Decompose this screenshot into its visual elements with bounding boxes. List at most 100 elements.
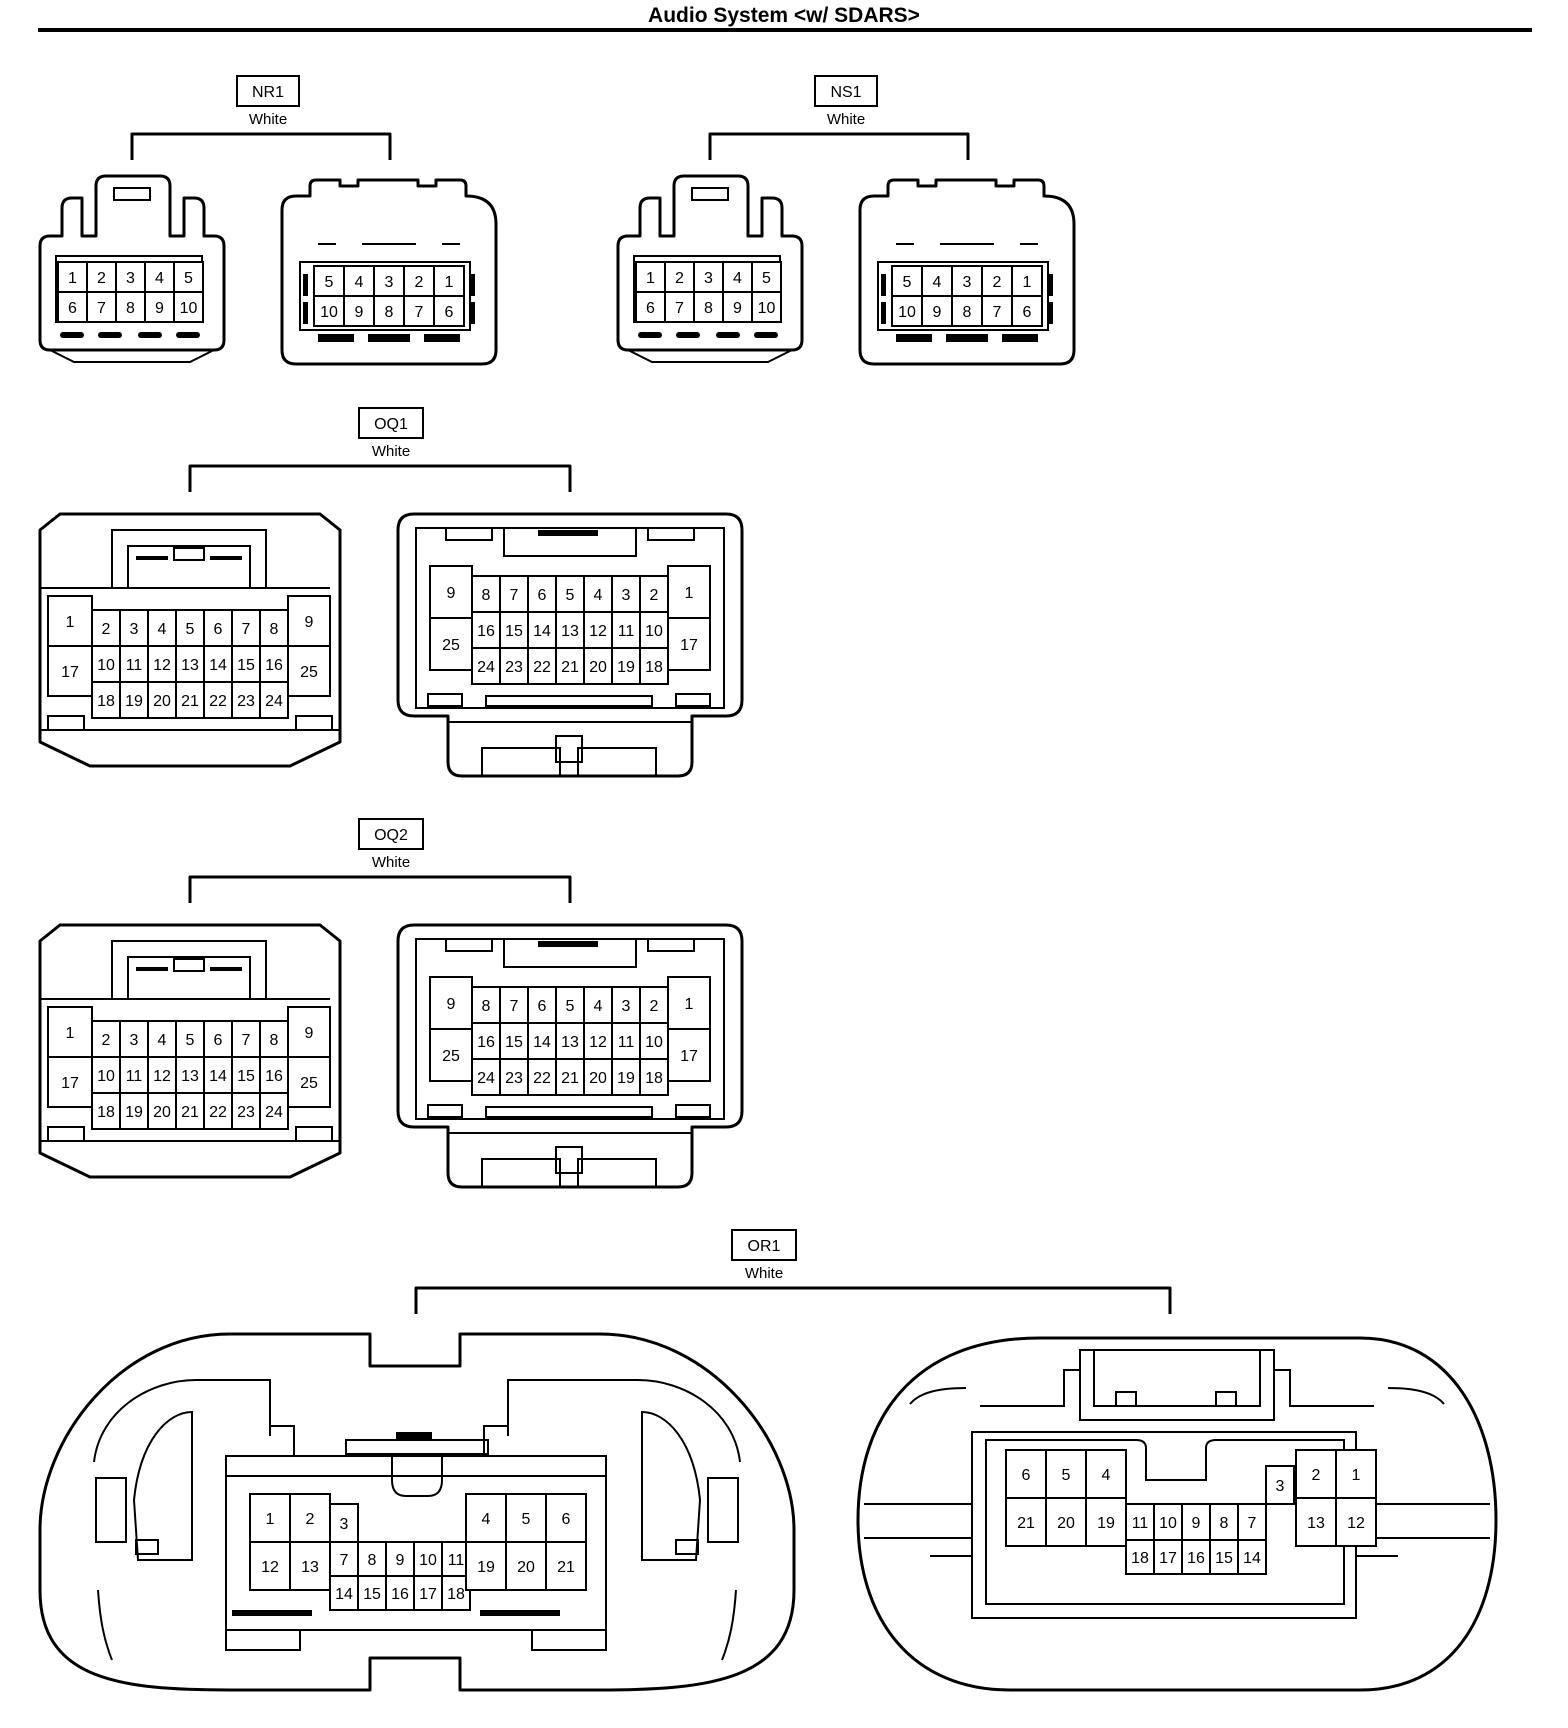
pin-cell: 14 <box>1237 1539 1267 1575</box>
pin-cell: 21 <box>545 1541 587 1591</box>
pin-cell: 10 <box>413 1541 443 1577</box>
pin-number: 21 <box>561 659 579 676</box>
pin-number: 2 <box>97 270 106 287</box>
pin-cell: 20 <box>147 1092 177 1130</box>
pin-number: 5 <box>186 1032 195 1049</box>
pin-number: 9 <box>933 304 942 321</box>
pin-number: 6 <box>538 587 547 604</box>
pin-cell: 10 <box>91 1056 121 1094</box>
pin-number: 15 <box>505 623 523 640</box>
pin-cell: 21 <box>175 1092 205 1130</box>
connector-female-view <box>38 923 342 1179</box>
pin-number: 10 <box>320 304 338 321</box>
pin-number: 2 <box>102 1032 111 1049</box>
pin-number: 7 <box>415 304 424 321</box>
pin-number: 7 <box>510 587 519 604</box>
pin-number: 24 <box>477 1070 495 1087</box>
connector-id-box <box>358 818 424 850</box>
connector-male-view <box>396 923 744 1189</box>
pin-number: 11 <box>126 1068 143 1085</box>
pin-cell: 4 <box>1085 1449 1127 1499</box>
pin-cell: 11 <box>119 645 149 683</box>
pin-cell: 8 <box>357 1541 387 1577</box>
connector-id-box <box>236 75 300 107</box>
pin-cell: 3 <box>373 265 405 297</box>
pin-cell: 6 <box>1005 1449 1047 1499</box>
pin-number: 25 <box>442 637 460 654</box>
pin-number: 10 <box>1159 1515 1177 1532</box>
pin-number: 18 <box>645 1070 663 1087</box>
pin-cell: 7 <box>329 1541 359 1577</box>
pin-number: 6 <box>646 300 655 317</box>
connector-id-box <box>731 1229 797 1261</box>
pin-number: 5 <box>186 621 195 638</box>
pin-cell: 19 <box>465 1541 507 1591</box>
connector-or1: OR1 White <box>38 1229 1498 1692</box>
connector-id-box <box>814 75 878 107</box>
pin-number: 21 <box>181 1104 199 1121</box>
pin-cell: 16 <box>385 1575 415 1611</box>
connector-oq2: OQ2 White <box>38 818 744 1189</box>
pin-number: 17 <box>419 1586 437 1603</box>
pin-cell: 6 <box>203 609 233 647</box>
pin-number: 12 <box>261 1559 279 1576</box>
pin-number: 16 <box>391 1586 409 1603</box>
pin-cell: 10 <box>891 295 923 327</box>
pin-cell: 2 <box>86 261 117 293</box>
pin-number: 11 <box>448 1552 465 1569</box>
pin-cell: 10 <box>91 645 121 683</box>
pin-cell: 4 <box>147 609 177 647</box>
pin-cell: 22 <box>203 681 233 719</box>
pin-cell: 1 <box>47 1006 93 1058</box>
pin-cell: 11 <box>611 1022 641 1060</box>
connector-id: OQ2 <box>374 827 408 844</box>
pin-number: 8 <box>482 587 491 604</box>
pin-number: 13 <box>181 1068 199 1085</box>
pin-number: 4 <box>594 998 603 1015</box>
pin-number: 4 <box>155 270 164 287</box>
pin-number: 7 <box>510 998 519 1015</box>
pin-cell: 1 <box>667 565 711 619</box>
pin-cell: 20 <box>583 1058 613 1096</box>
pin-number: 12 <box>153 657 171 674</box>
pin-number: 4 <box>158 1032 167 1049</box>
pin-number: 8 <box>704 300 713 317</box>
pin-cell: 13 <box>289 1541 331 1591</box>
pin-cell: 15 <box>1209 1539 1239 1575</box>
pin-cell: 5 <box>1045 1449 1087 1499</box>
pin-cell: 1 <box>667 976 711 1030</box>
pin-cell: 13 <box>175 645 205 683</box>
pin-cell: 1 <box>249 1493 291 1543</box>
pin-number: 1 <box>66 614 75 631</box>
pin-number: 14 <box>335 1586 353 1603</box>
pin-number: 1 <box>1023 274 1032 291</box>
pin-number: 2 <box>650 587 659 604</box>
pin-number: 10 <box>97 657 115 674</box>
pin-cell: 15 <box>499 1022 529 1060</box>
pin-cell: 6 <box>203 1020 233 1058</box>
pin-number: 3 <box>340 1516 349 1533</box>
pin-cell: 6 <box>1011 295 1043 327</box>
pin-cell: 10 <box>313 295 345 327</box>
pin-number: 6 <box>1022 1467 1031 1484</box>
pin-number: 24 <box>477 659 495 676</box>
pin-number: 8 <box>385 304 394 321</box>
pin-number: 13 <box>561 623 579 640</box>
pin-number: 11 <box>618 1034 635 1051</box>
pin-number: 20 <box>589 1070 607 1087</box>
pin-cell: 11 <box>611 611 641 649</box>
pin-number: 20 <box>589 659 607 676</box>
pin-number: 19 <box>125 693 143 710</box>
pin-number: 3 <box>622 587 631 604</box>
pin-cell: 2 <box>981 265 1013 297</box>
pin-number: 14 <box>1243 1550 1261 1567</box>
pin-number: 2 <box>102 621 111 638</box>
pin-cell: 24 <box>259 1092 289 1130</box>
pin-cell: 21 <box>555 647 585 685</box>
pin-number: 9 <box>1192 1515 1201 1532</box>
pin-number: 18 <box>97 693 115 710</box>
pin-cell: 20 <box>147 681 177 719</box>
pin-number: 16 <box>477 623 495 640</box>
pin-number: 20 <box>1057 1515 1075 1532</box>
connector-bracket <box>188 464 572 492</box>
